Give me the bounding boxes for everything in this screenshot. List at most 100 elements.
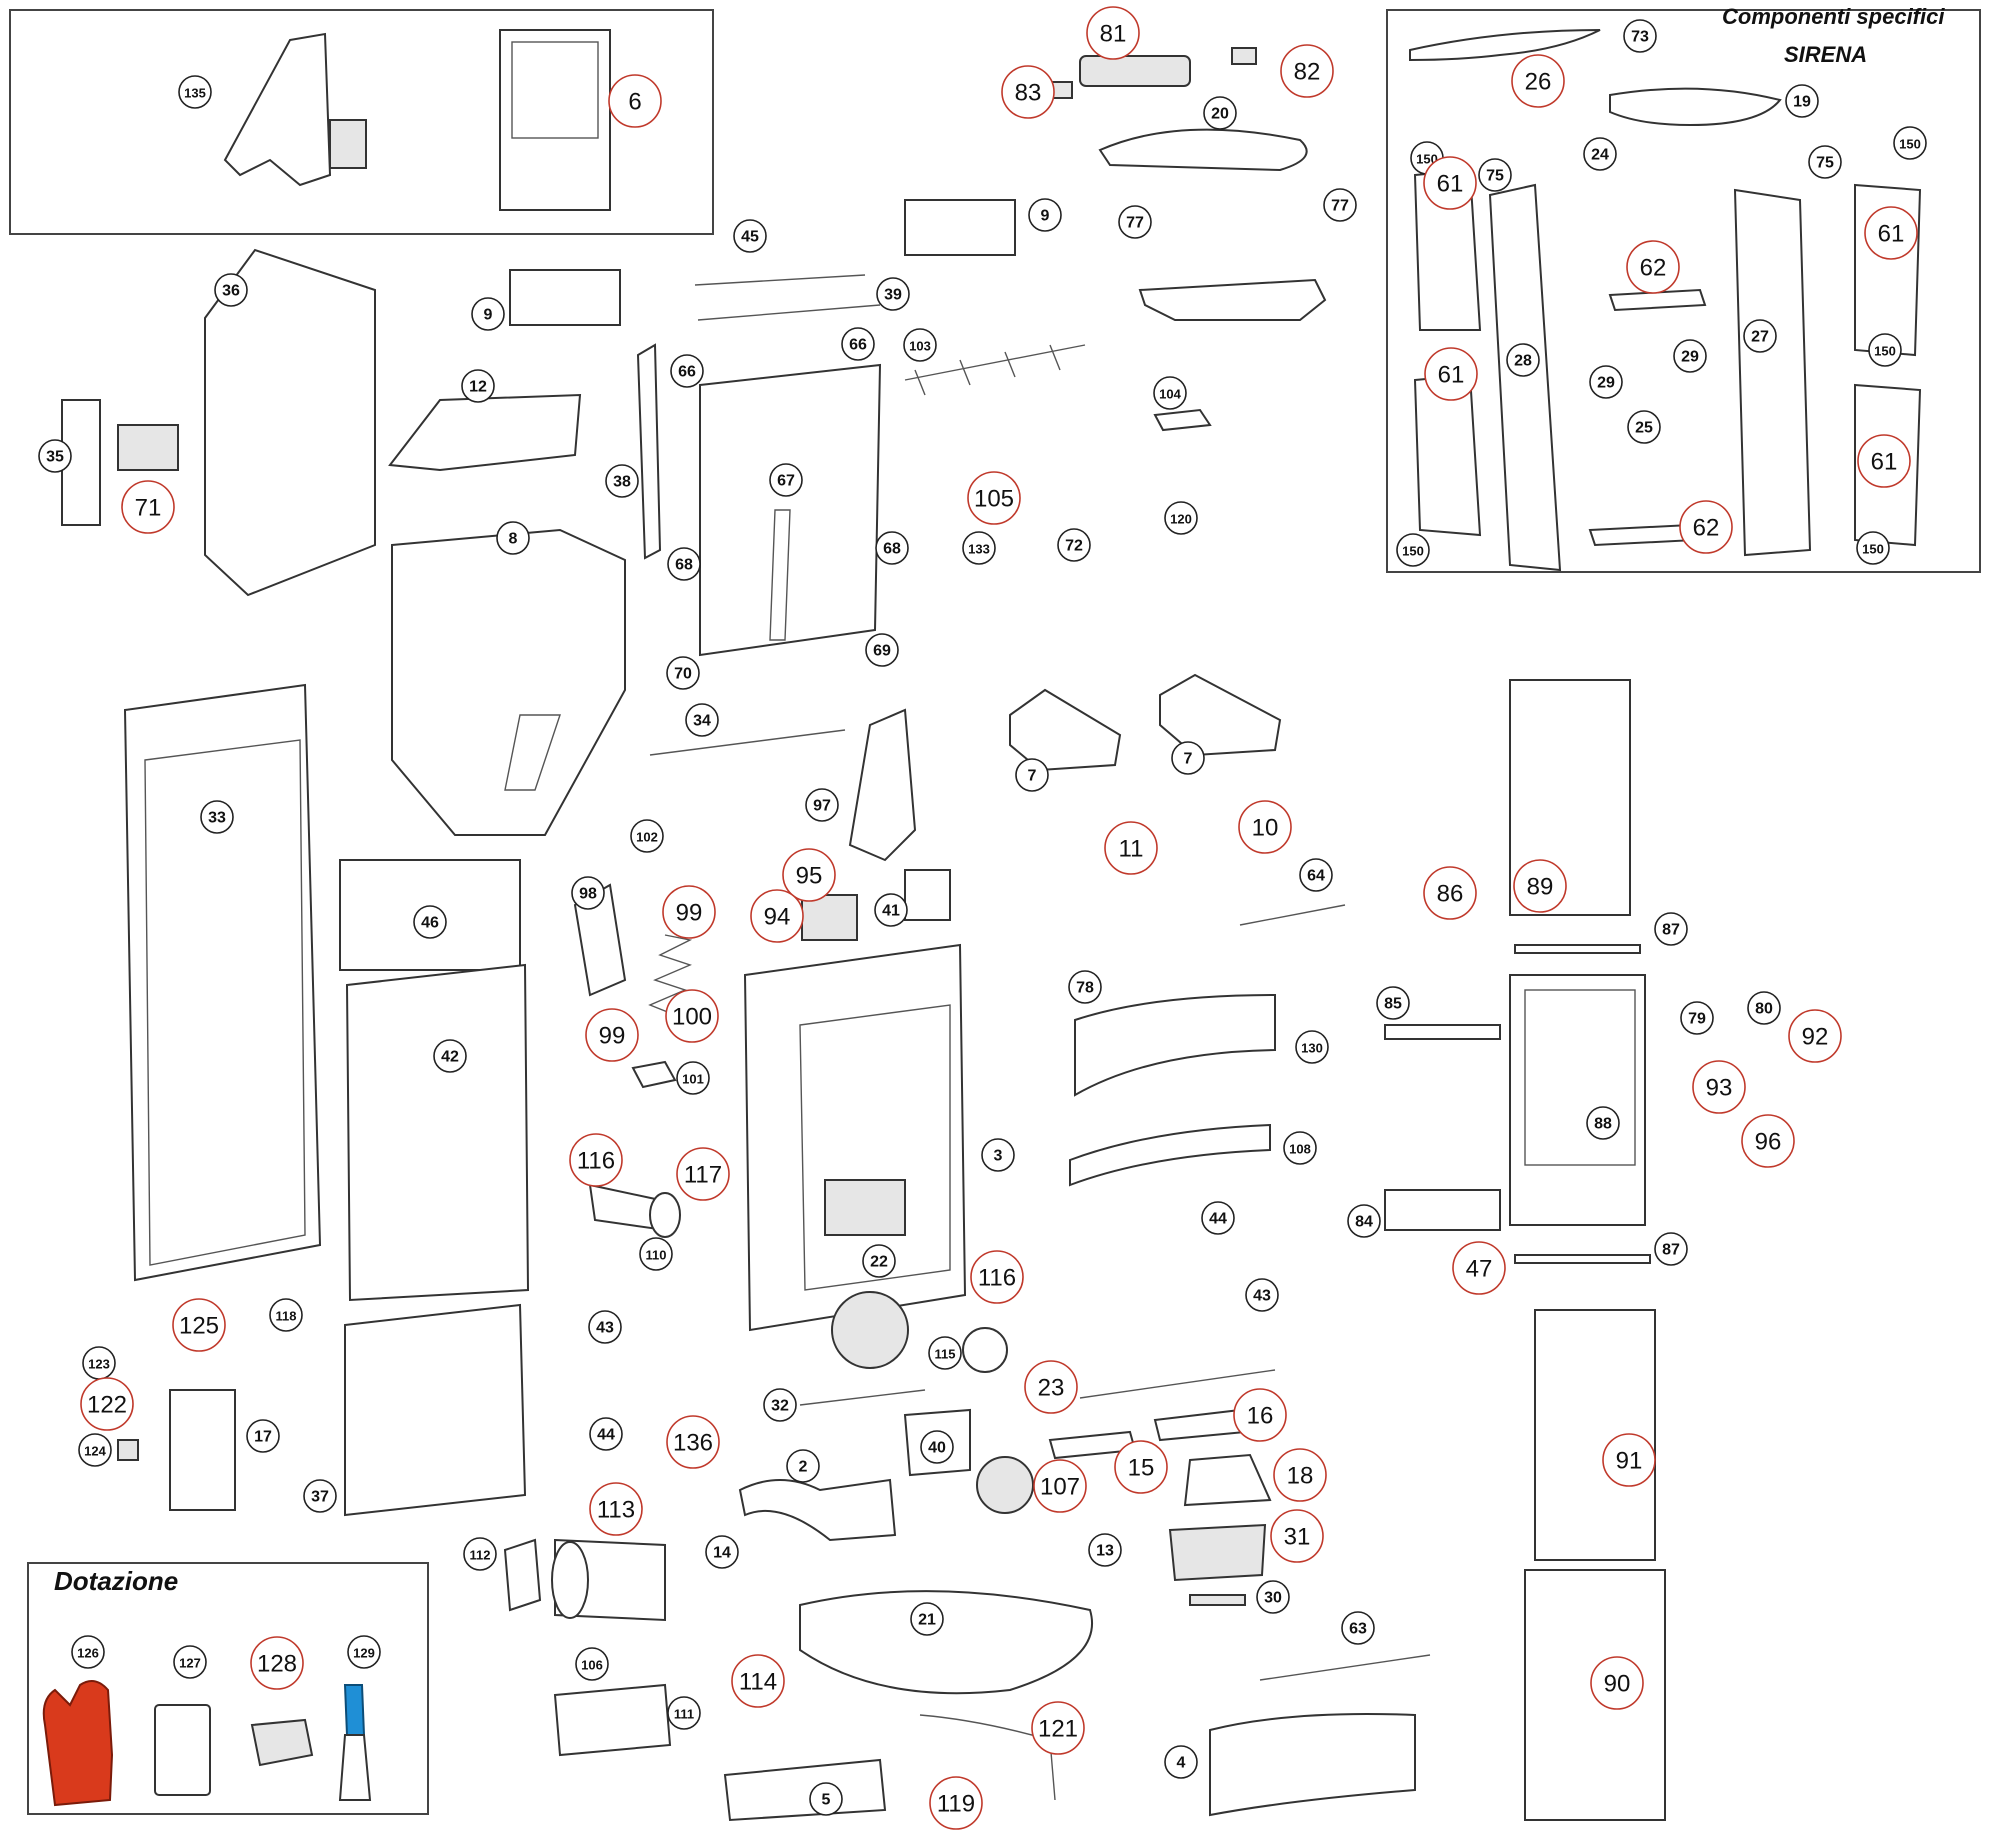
part-135-auger-assembly [223,32,332,187]
callout-inset-28: 28 [1506,343,1540,377]
callout-circle [1033,1459,1087,1513]
callout-circle [928,1336,962,1370]
part-17-bracket [169,1389,236,1511]
callout-circle [670,354,704,388]
callout-label: 32 [771,1398,789,1415]
callout-inset-62: 62 [1679,500,1733,554]
part-113-fan-inlet [551,1541,589,1619]
callout-label: 42 [441,1049,459,1066]
callout-label: 61 [1878,221,1905,248]
callout-circle [639,1237,673,1271]
callout-label: 28 [1514,353,1532,370]
part-130-grille [1074,993,1276,1097]
callout-circle [1589,365,1623,399]
callout-main-129: 129 [347,1635,381,1669]
callout-label: 119 [937,1791,975,1818]
callout-main-47: 47 [1452,1241,1506,1295]
callout-label: 100 [672,1004,712,1031]
callout-circle [841,327,875,361]
callout-circle [589,1482,643,1536]
callout-circle [874,893,908,927]
callout-label: 88 [1594,1116,1612,1133]
callout-label: 68 [675,557,693,574]
callout-label: 46 [421,915,439,932]
callout-label: 135 [184,86,206,101]
part-16-plate [1153,1408,1247,1442]
callout-label: 7 [1184,751,1193,768]
callout-label: 89 [1527,874,1554,901]
part-45-rail [694,274,866,286]
callout-label: 107 [1040,1474,1080,1501]
callout-label: 83 [1015,80,1042,107]
part-7-tube-right [1159,673,1282,757]
callout-label: 47 [1466,1256,1493,1283]
part-21-base [799,1590,1093,1695]
part-109-frame [1138,278,1327,321]
callout-main-35: 35 [38,439,72,473]
callout-main-77: 77 [1118,205,1152,239]
callout-label: 150 [1416,152,1438,167]
callout-main-85: 85 [1376,986,1410,1020]
part-7-tube-left [1009,688,1122,772]
callout-circle [1423,866,1477,920]
callout-main-101: 101 [676,1061,710,1095]
part-26-top [1409,29,1601,62]
callout-label: 26 [1525,69,1552,96]
callout-inset-29: 29 [1673,339,1707,373]
callout-circle [1893,126,1927,160]
callout-main-10: 10 [1238,800,1292,854]
callout-circle [121,480,175,534]
callout-circle [862,1244,896,1278]
part-135-motor-box [329,119,367,169]
callout-label: 86 [1437,881,1464,908]
callout-circle [1692,1060,1746,1114]
callout-main-125: 125 [172,1298,226,1352]
callout-circle [1323,188,1357,222]
parts-drawing [42,29,1922,1822]
callout-circle [496,521,530,555]
callout-circle [461,369,495,403]
callout-main-16: 16 [1233,1388,1287,1442]
callout-label: 61 [1437,171,1464,198]
callout-circle [970,1250,1024,1304]
callout-main-82: 82 [1280,44,1334,98]
part-115-ring [962,1327,1008,1373]
callout-main-72: 72 [1057,528,1091,562]
part-100-screw [648,934,693,1016]
callout-label: 18 [1287,1463,1314,1490]
callout-circle [1808,145,1842,179]
callout-main-119: 119 [929,1776,983,1830]
callout-circle [172,1298,226,1352]
inset-supplied-frame [27,1562,429,1815]
callout-label: 3 [994,1148,1003,1165]
callout-main-106: 106 [575,1647,609,1681]
callout-main-99: 99 [662,885,716,939]
callout-circle [1001,65,1055,119]
callout-label: 41 [882,903,900,920]
callout-main-68: 68 [875,531,909,565]
callout-circle [1114,1440,1168,1494]
callout-main-135: 135 [178,75,212,109]
glove-icon [42,1680,114,1807]
part-22-firebox-inner [799,1004,951,1291]
callout-main-115: 115 [928,1336,962,1370]
callout-circle [588,1310,622,1344]
part-62-strip-a [1608,288,1707,312]
callout-label: 123 [88,1357,110,1372]
part-87-hinge-top [1514,944,1641,954]
part-94-motor [801,894,858,941]
callout-label: 102 [636,830,658,845]
callout-label: 22 [870,1254,888,1271]
part-20-top-cover [1098,128,1308,172]
callout-circle [608,74,662,128]
callout-main-43: 43 [588,1310,622,1344]
callout-inset-73: 73 [1623,19,1657,53]
callout-main-67: 67 [769,463,803,497]
callout-main-116: 116 [970,1250,1024,1304]
callout-label: 80 [1755,1001,1773,1018]
callout-main-45: 45 [733,219,767,253]
callout-label: 25 [1635,420,1653,437]
callout-circle [1238,800,1292,854]
callout-circle [876,277,910,311]
